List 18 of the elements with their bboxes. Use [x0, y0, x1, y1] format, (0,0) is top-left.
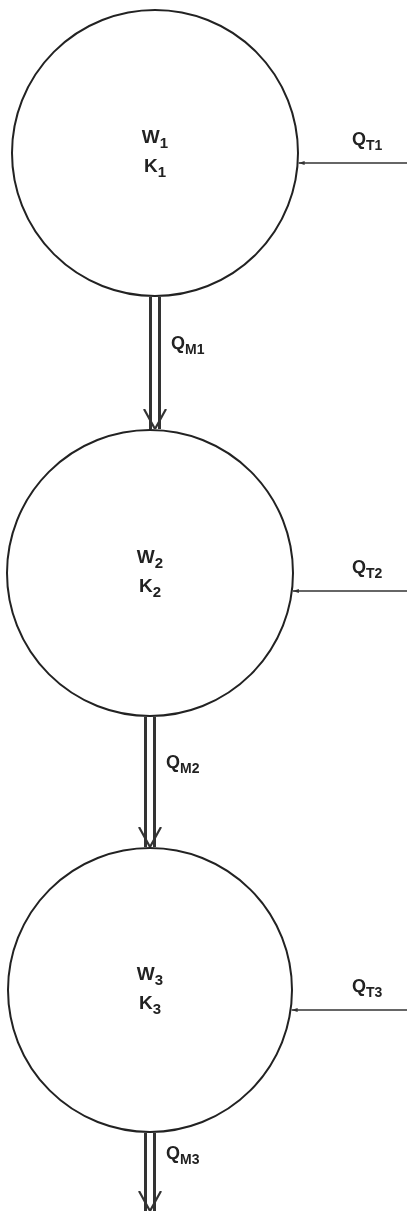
arrow [290, 1007, 408, 1013]
node-symbol: W$_{2}$ [136, 544, 164, 573]
node-symbol: W$_{3}$ [136, 961, 164, 990]
node-symbol: K$_{1}$ [143, 154, 167, 182]
edge-label: Q$_{T3}$ [350, 976, 385, 1000]
edge-label: Q$_{M1}$ [169, 333, 207, 357]
edge-label: Q$_{T2}$ [350, 557, 385, 581]
arrow [298, 160, 408, 166]
node-symbol: K$_{3}$ [138, 991, 162, 1019]
arrow [292, 588, 408, 594]
edge-label: Q$_{M3}$ [164, 1143, 202, 1167]
node-symbol: W$_{1}$ [141, 124, 169, 153]
edge-label: Q$_{M2}$ [164, 752, 202, 776]
double-line-arrow [142, 297, 168, 431]
edge-label: Q$_{T1}$ [350, 129, 385, 153]
double-line-arrow [137, 1133, 163, 1212]
node-symbol: K$_{2}$ [138, 574, 162, 602]
double-line-arrow [137, 717, 163, 849]
